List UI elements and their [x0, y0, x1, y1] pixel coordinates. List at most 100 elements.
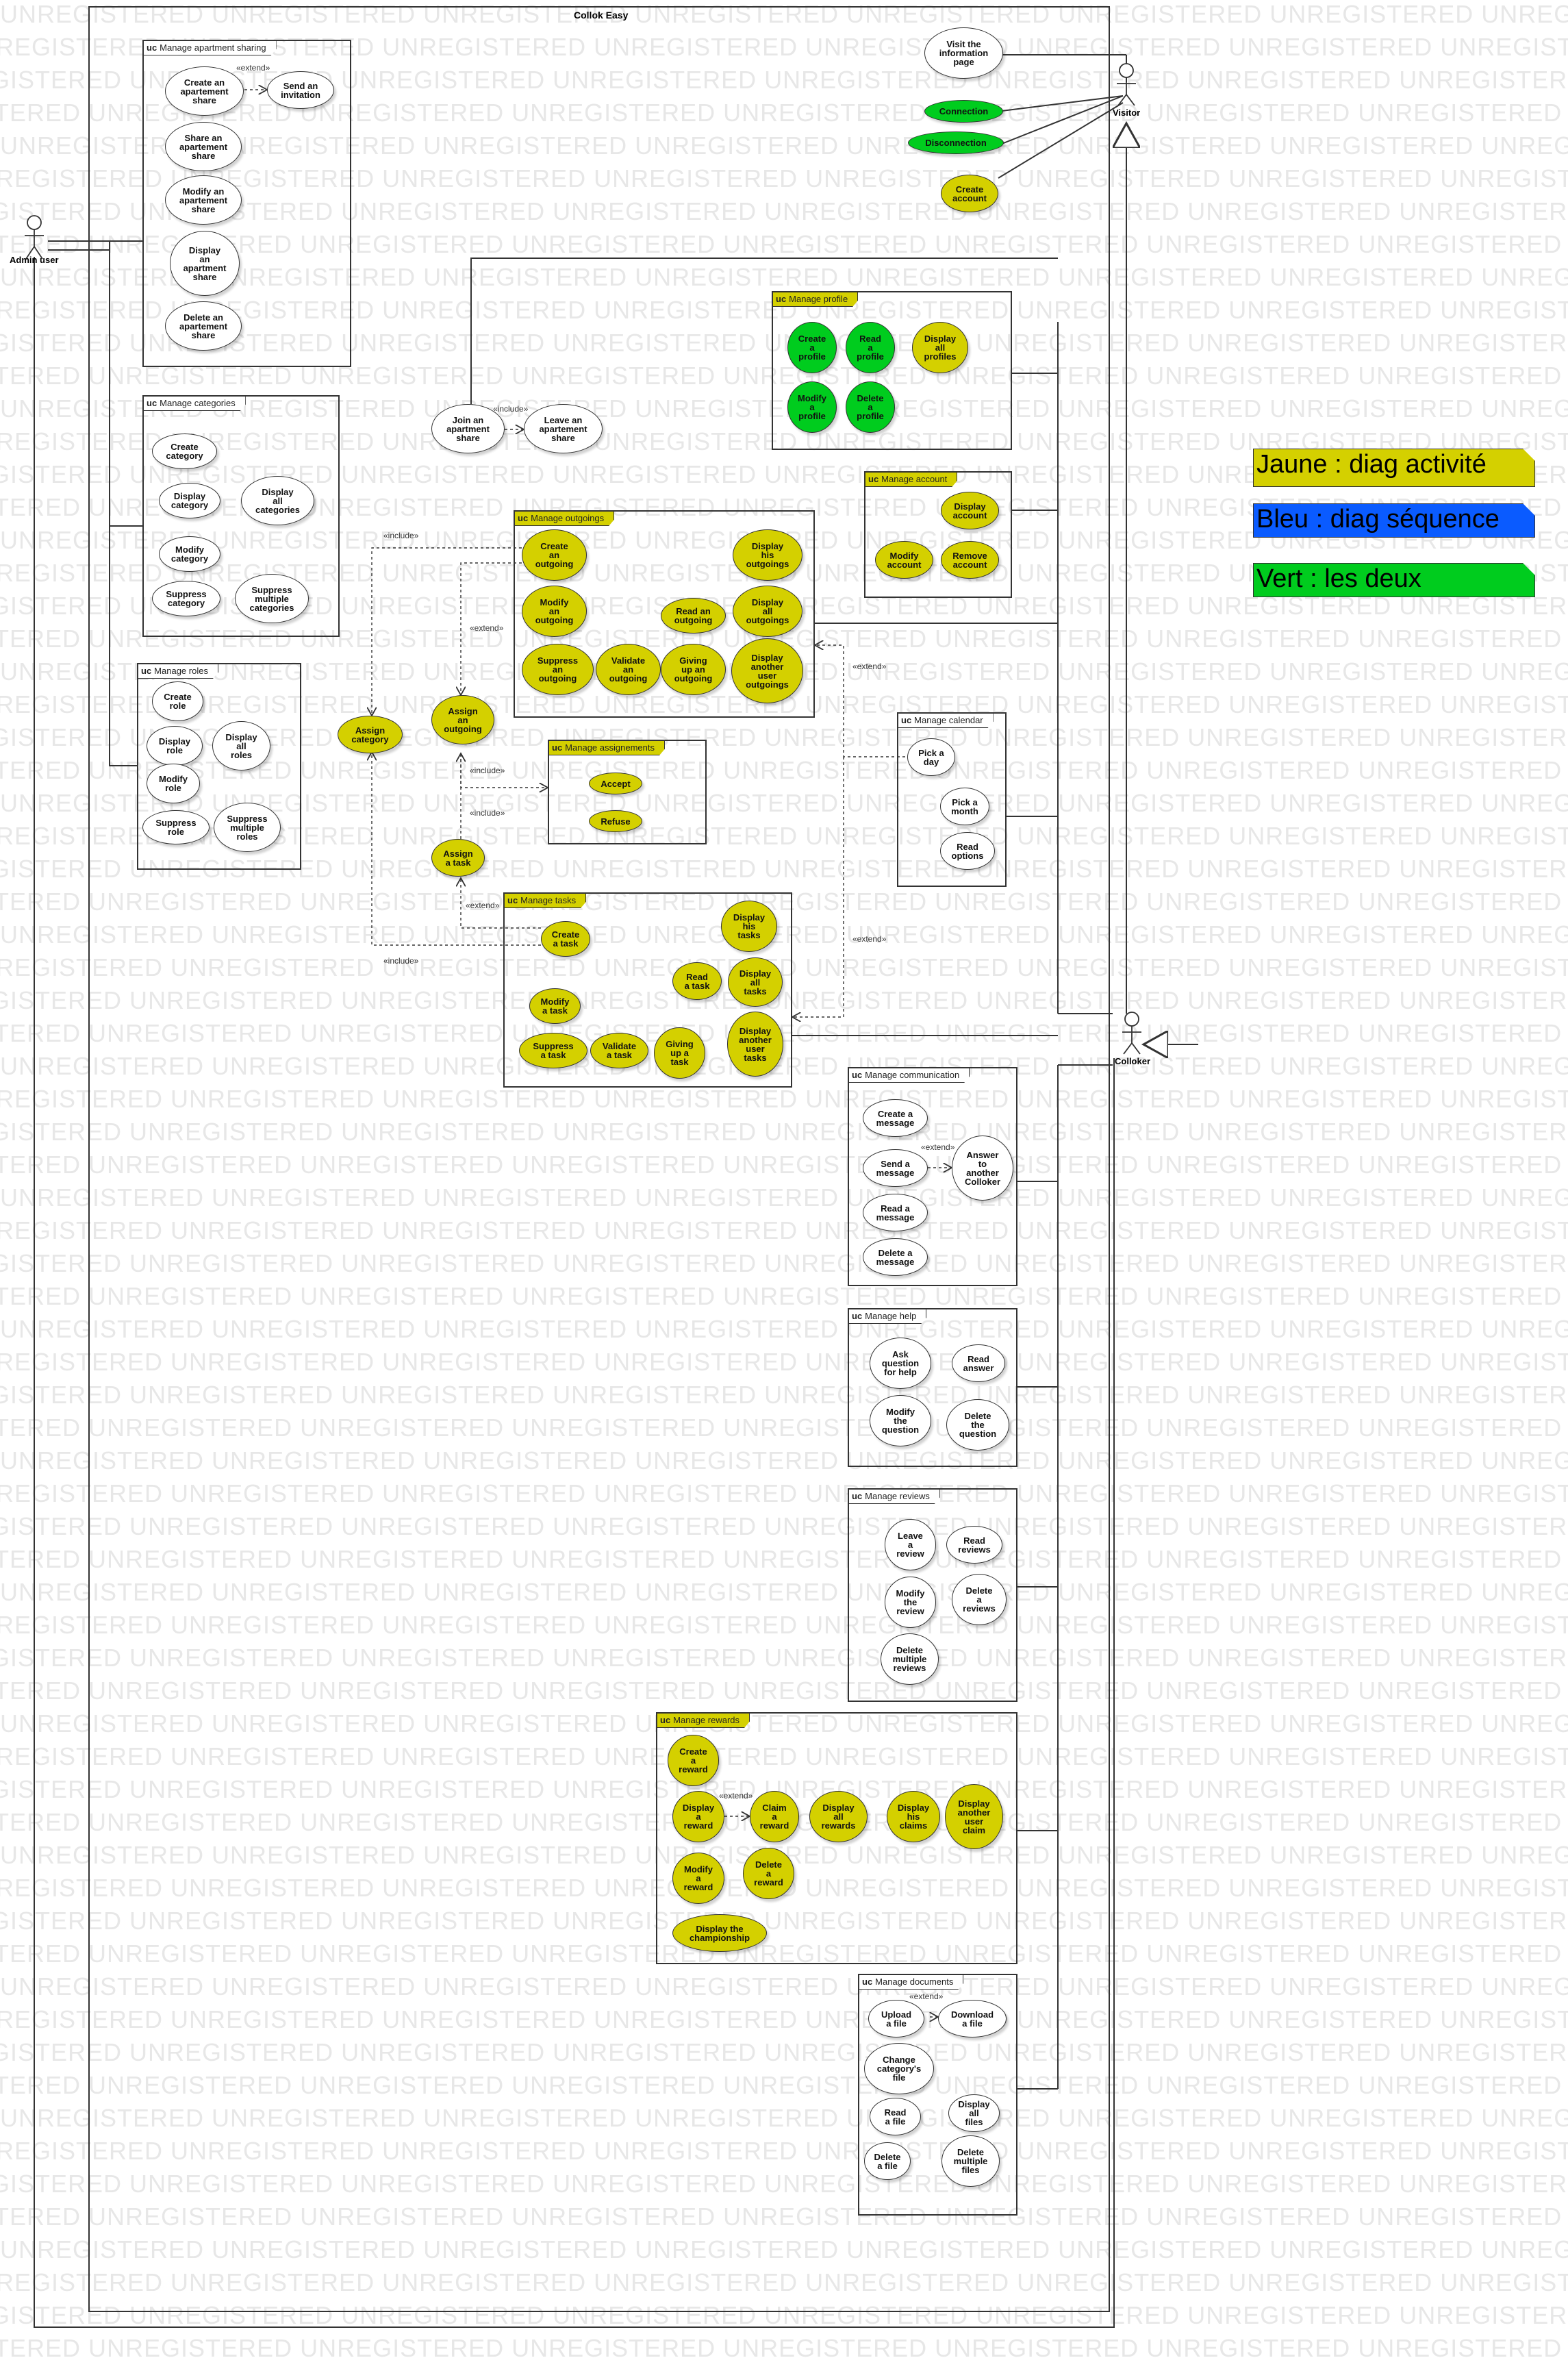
actor-colloker-label[interactable]: Colloker [1115, 1056, 1151, 1066]
uc-delete-reward[interactable]: Delete a reward [743, 1848, 794, 1899]
uc-modify-reward[interactable]: Modify a reward [672, 1853, 724, 1904]
uc-validate-task[interactable]: Validate a task [590, 1033, 648, 1068]
uc-leave-apartment-share[interactable]: Leave an apartement share [524, 404, 603, 453]
uc-modify-category[interactable]: Modify category [159, 536, 220, 572]
uc-create-category[interactable]: Create category [152, 434, 217, 469]
uc-display-his-tasks[interactable]: Display his tasks [721, 901, 777, 952]
uc-read-options[interactable]: Read options [940, 832, 995, 870]
uc-display-all-rewards[interactable]: Display all rewards [809, 1791, 868, 1842]
uc-display-all-profiles[interactable]: Display all profiles [912, 322, 968, 373]
uc-join-apartment-share[interactable]: Join an apartment share [431, 404, 505, 453]
uc-visit-information-page[interactable]: Visit the information page [924, 27, 1003, 79]
uc-refuse[interactable]: Refuse [589, 810, 642, 832]
uc-answer-another-colloker[interactable]: Answer to another Colloker [952, 1136, 1013, 1201]
uc-display-all-categories[interactable]: Display all categories [241, 476, 314, 525]
uc-display-all-files[interactable]: Display all files [948, 2094, 1000, 2132]
uc-assign-category[interactable]: Assign category [338, 716, 403, 753]
uc-display-all-outgoings[interactable]: Display all outgoings [733, 586, 802, 637]
uc-validate-outgoing[interactable]: Validate an outgoing [596, 644, 661, 695]
uc-modify-outgoing[interactable]: Modify an outgoing [522, 586, 587, 637]
uc-display-account[interactable]: Display account [941, 492, 999, 529]
uc-create-account[interactable]: Create account [941, 175, 998, 212]
uc-modify-task[interactable]: Modify a task [529, 988, 581, 1024]
uc-display-all-tasks[interactable]: Display all tasks [728, 957, 783, 1007]
watermark-line: UNREGISTERED UNREGISTERED UNREGISTERED U… [0, 2268, 1568, 2296]
uc-modify-profile[interactable]: Modify a profile [787, 381, 837, 433]
uc-modify-apartment-share[interactable]: Modify an apartement share [165, 175, 242, 225]
uc-send-invitation[interactable]: Send an invitation [267, 71, 334, 109]
uc-disconnection[interactable]: Disconnection [908, 131, 1004, 154]
uc-leave-review[interactable]: Leave a review [885, 1519, 936, 1570]
uc-suppress-role[interactable]: Suppress role [142, 810, 210, 844]
uc-create-message[interactable]: Create a message [863, 1099, 928, 1137]
uc-giving-up-outgoing[interactable]: Giving up an outgoing [661, 644, 726, 695]
uc-create-apartment-share[interactable]: Create an apartement share [165, 66, 244, 116]
uc-assign-task[interactable]: Assign a task [431, 839, 485, 877]
uc-display-reward[interactable]: Display a reward [672, 1791, 724, 1842]
uc-share-apartment-share[interactable]: Share an apartement share [165, 122, 242, 171]
uc-delete-reviews[interactable]: Delete a reviews [952, 1574, 1007, 1625]
uc-delete-multiple-reviews[interactable]: Delete multiple reviews [881, 1633, 939, 1685]
watermark-line: UNREGISTERED UNREGISTERED UNREGISTERED U… [0, 1446, 1568, 1475]
watermark-line: UNREGISTERED UNREGISTERED UNREGISTERED U… [0, 197, 1568, 225]
uc-read-profile[interactable]: Read a profile [846, 322, 895, 373]
uc-delete-message[interactable]: Delete a message [863, 1238, 928, 1276]
uc-display-category[interactable]: Display category [159, 483, 220, 518]
uc-pick-month[interactable]: Pick a month [940, 788, 989, 825]
uc-ask-question-for-help[interactable]: Ask question for help [870, 1338, 931, 1389]
uc-display-all-roles[interactable]: Display all roles [212, 721, 270, 770]
uc-connection[interactable]: Connection [924, 100, 1003, 123]
uc-download-file[interactable]: Download a file [938, 2000, 1007, 2037]
uc-read-file[interactable]: Read a file [870, 2098, 921, 2135]
uc-create-task[interactable]: Create a task [541, 921, 590, 957]
uc-remove-account[interactable]: Remove account [941, 541, 999, 579]
uc-delete-apartment-share[interactable]: Delete an apartement share [165, 301, 242, 351]
uc-read-outgoing[interactable]: Read an outgoing [661, 598, 726, 634]
uc-change-category-file[interactable]: Change category's file [864, 2043, 934, 2094]
uc-create-role[interactable]: Create role [152, 681, 203, 721]
visitor-actor-figure [1117, 63, 1136, 106]
uc-suppress-category[interactable]: Suppress category [152, 581, 220, 616]
uc-giving-up-task[interactable]: Giving up a task [654, 1027, 705, 1079]
uc-delete-profile[interactable]: Delete a profile [846, 381, 895, 433]
actor-admin-label[interactable]: Admin user [10, 255, 59, 265]
uc-read-message[interactable]: Read a message [863, 1194, 928, 1231]
uc-read-task[interactable]: Read a task [672, 962, 722, 1000]
uc-accept[interactable]: Accept [589, 773, 642, 794]
uc-suppress-outgoing[interactable]: Suppress an outgoing [522, 644, 594, 695]
uc-send-message[interactable]: Send a message [863, 1149, 928, 1187]
uc-pick-day[interactable]: Pick a day [907, 738, 955, 776]
uc-create-reward[interactable]: Create a reward [668, 1735, 719, 1786]
uc-suppress-task[interactable]: Suppress a task [519, 1033, 587, 1068]
uc-display-his-claims[interactable]: Display his claims [887, 1791, 940, 1842]
uc-modify-question[interactable]: Modify the question [870, 1395, 931, 1446]
uc-display-apartment-share[interactable]: Display an apartment share [170, 231, 240, 296]
uc-upload-file[interactable]: Upload a file [868, 2000, 924, 2037]
uc-modify-role[interactable]: Modify role [147, 764, 200, 803]
uc-suppress-multiple-roles[interactable]: Suppress multiple roles [214, 803, 281, 852]
uc-create-outgoing[interactable]: Create an outgoing [522, 529, 587, 581]
uc-display-another-user-claim[interactable]: Display another user claim [945, 1784, 1003, 1849]
uc-create-profile[interactable]: Create a profile [787, 322, 837, 373]
uc-display-role[interactable]: Display role [147, 726, 203, 766]
uc-display-another-user-tasks[interactable]: Display another user tasks [727, 1012, 783, 1077]
uc-delete-question[interactable]: Delete the question [946, 1399, 1009, 1451]
uc-suppress-multiple-categories[interactable]: Suppress multiple categories [235, 574, 309, 623]
uc-read-reviews[interactable]: Read reviews [946, 1526, 1002, 1564]
uc-modify-account[interactable]: Modify account [875, 541, 933, 579]
uc-display-another-user-outgoings[interactable]: Display another user outgoings [731, 638, 803, 703]
uc-assign-outgoing[interactable]: Assign an outgoing [431, 695, 494, 744]
actor-visitor-label[interactable]: Visitor [1113, 108, 1141, 118]
uc-delete-multiple-files[interactable]: Delete multiple files [941, 2135, 1000, 2187]
uc-modify-review[interactable]: Modify the review [885, 1577, 936, 1628]
watermark-line: UNREGISTERED UNREGISTERED UNREGISTERED U… [0, 2005, 1568, 2033]
uc-claim-reward[interactable]: Claim a reward [750, 1791, 799, 1842]
uc-display-his-outgoings[interactable]: Display his outgoings [733, 529, 802, 581]
uc-read-answer[interactable]: Read answer [952, 1344, 1005, 1382]
uc-display-championship[interactable]: Display the championship [672, 1914, 767, 1952]
uc-delete-file[interactable]: Delete a file [864, 2142, 911, 2180]
include-label: «include» [470, 766, 505, 775]
